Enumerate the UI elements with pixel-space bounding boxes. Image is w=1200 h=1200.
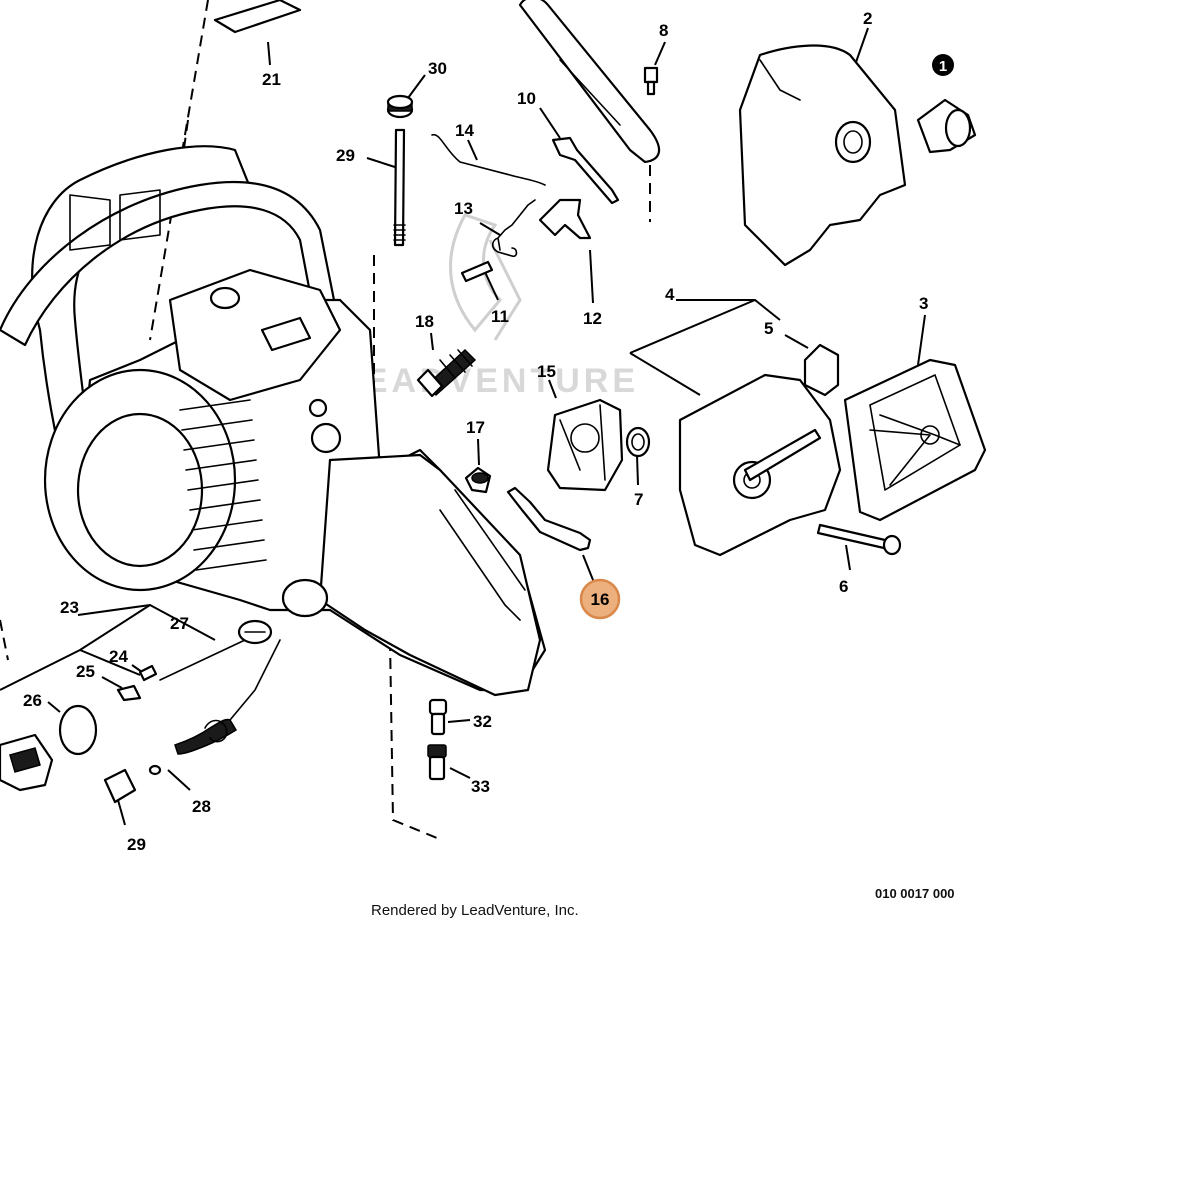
callout-3: 3 — [919, 294, 928, 313]
part-27-cap — [0, 704, 98, 792]
part-31-grommet — [386, 94, 414, 119]
callout-17: 17 — [466, 418, 485, 437]
callout-1: 1 — [939, 58, 947, 75]
fuel-tank-opening — [281, 578, 329, 618]
callout-23: 23 — [60, 598, 79, 617]
callout-12: 12 — [583, 309, 602, 328]
callout-8: 8 — [659, 21, 668, 40]
shroud-opening — [834, 120, 872, 164]
part-30-hose — [393, 128, 406, 247]
part-3-air-filter — [843, 358, 987, 522]
leader-lines — [0, 27, 926, 826]
highlighted-callout-16[interactable]: 16 — [579, 578, 621, 620]
part-16-lever — [506, 486, 592, 552]
callout-26: 27 — [170, 614, 189, 633]
part-21-plate — [213, 0, 302, 34]
callout-24: 24 — [109, 647, 128, 666]
part-5-bracket — [803, 343, 840, 397]
part-10-lever — [551, 136, 620, 205]
part-25-clip — [116, 684, 142, 702]
part-18-bellows — [416, 348, 477, 398]
callout-11: 11 — [491, 307, 509, 326]
part-11-pin — [460, 260, 494, 283]
watermark-logo — [449, 213, 522, 341]
callout-13: 13 — [454, 199, 473, 218]
part-7-gasket — [625, 426, 651, 458]
callout-25: 25 — [76, 662, 95, 681]
callout-27: 26 — [23, 691, 42, 710]
part-17-plug — [464, 466, 492, 494]
render-credit: Rendered by LeadVenture, Inc. — [371, 902, 579, 919]
part-26-strainer — [159, 619, 273, 681]
callout-2: 2 — [863, 9, 872, 28]
part-12-trigger — [538, 198, 592, 240]
part-2-shroud — [738, 44, 907, 267]
callout-5: 5 — [764, 319, 773, 338]
part-32-fitting — [428, 698, 448, 736]
callout-18: 18 — [415, 312, 434, 331]
front-handle-bar — [0, 180, 342, 347]
callout-1-marker: 1 — [932, 54, 954, 76]
part-24-screw — [138, 664, 158, 682]
callout-14: 14 — [455, 121, 474, 140]
part-4-filter-base — [678, 373, 842, 557]
part-29-fuel-filter — [103, 764, 162, 804]
callout-4: 4 — [665, 285, 675, 304]
callout-30: 29 — [336, 146, 355, 165]
part-14-throttle-rod — [431, 134, 546, 186]
callout-21: 21 — [262, 70, 281, 89]
callout-7: 7 — [634, 490, 643, 509]
callout-16: 16 — [591, 590, 610, 609]
fuel-hose — [174, 639, 281, 755]
drawing-number: 010 0017 000 — [875, 886, 955, 901]
callout-33: 33 — [471, 777, 490, 796]
part-1-knob — [916, 98, 977, 154]
callout-32: 32 — [473, 712, 492, 731]
part-9-handle-cover — [518, 0, 661, 164]
rear-handle-tank — [318, 453, 542, 697]
watermark-text: LEADVENTURE — [340, 362, 639, 400]
callout-15: 15 — [537, 362, 556, 381]
callout-6: 6 — [839, 577, 848, 596]
callout-31: 30 — [428, 59, 447, 78]
callout-29: 29 — [127, 835, 146, 854]
part-15-carburetor — [546, 398, 624, 492]
callout-labels: 21 30 29 14 13 10 8 2 11 12 18 15 17 7 4… — [23, 9, 928, 854]
part-33-fitting — [427, 744, 447, 781]
part-8-screw — [643, 66, 659, 96]
callout-10: 10 — [517, 89, 536, 108]
cooling-fins — [179, 399, 267, 571]
callout-28: 28 — [192, 797, 211, 816]
part-6-bolt — [816, 523, 902, 556]
part-13-spring — [491, 199, 536, 258]
